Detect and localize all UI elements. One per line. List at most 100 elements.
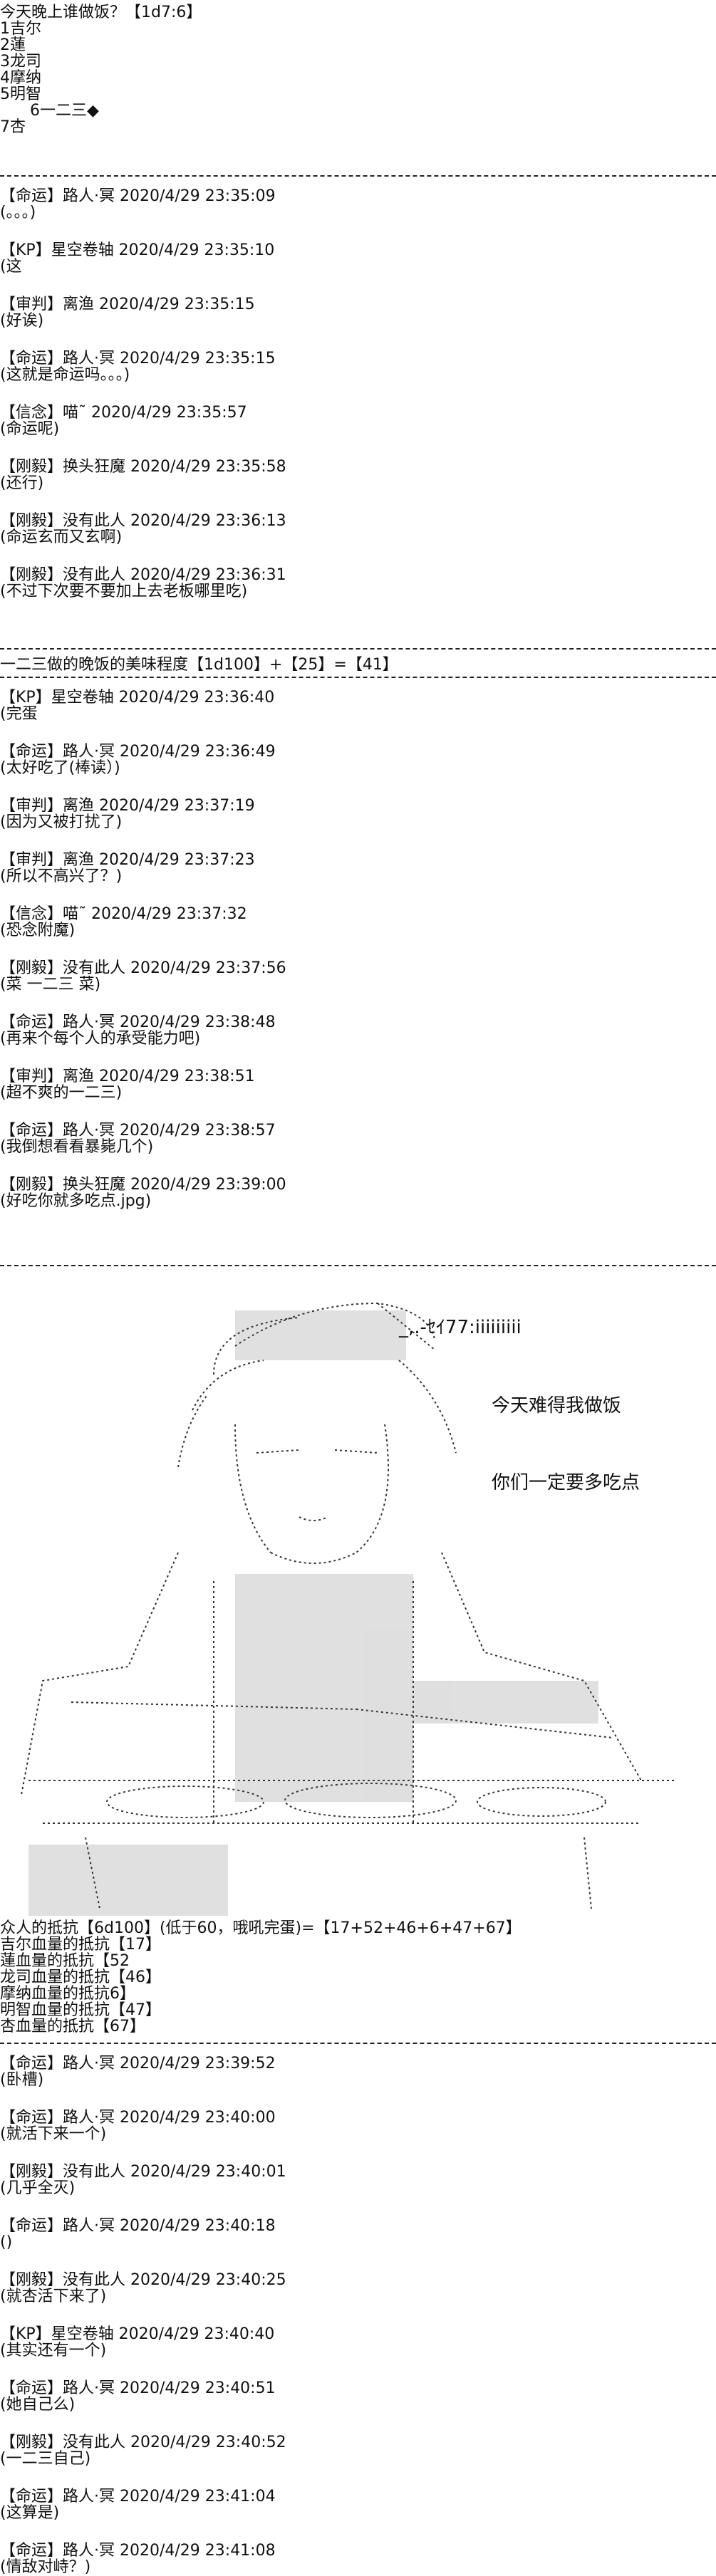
message-body: (命运玄而又玄啊) [0,528,123,546]
chat-message: 【命运】路人·冥 2020/4/29 23:35:09(。。。) [0,188,716,221]
message-header: 【刚毅】换头狂魔 2020/4/29 23:39:00 [0,1176,286,1194]
chat-message: 【命运】路人·冥 2020/4/29 23:39:52(卧槽) [0,2055,716,2088]
message-header: 【刚毅】没有此人 2020/4/29 23:37:56 [0,959,286,977]
poll-option: 3龙司 [0,53,41,71]
chat-message: 【命运】路人·冥 2020/4/29 23:35:15(这就是命运吗。。。) [0,350,716,383]
separator-line [0,1265,716,1266]
poll-option: 1吉尔 [0,20,41,38]
chat-message: 【命运】路人·冥 2020/4/29 23:41:08(情敌对峙？) [0,2543,716,2575]
message-body: (好诶) [0,312,44,330]
poll-option: 4摩纳 [0,69,41,87]
message-body: (太好吃了(棒读）) [0,759,120,777]
message-body: (我倒想看看暴毙几个) [0,1138,154,1156]
message-body: (这就是命运吗。。。) [0,366,130,384]
message-header: 【信念】喵˜ 2020/4/29 23:37:32 [0,905,247,923]
chat-message: 【刚毅】没有此人 2020/4/29 23:40:25(就杏活下来了) [0,2272,716,2305]
message-header: 【命运】路人·冥 2020/4/29 23:40:51 [0,2379,276,2397]
message-header: 【刚毅】换头狂魔 2020/4/29 23:35:58 [0,458,286,476]
message-body: (恐念附魔) [0,922,76,939]
message-body: (这 [0,258,22,276]
message-header: 【命运】路人·冥 2020/4/29 23:38:48 [0,1013,276,1031]
separator-line [0,175,716,177]
resistance-row: 龙司血量的抵抗【46】 [0,1968,161,1986]
chat-message: 【KP】星空卷轴 2020/4/29 23:40:40(其实还有一个) [0,2326,716,2359]
resistance-row: 杏血量的抵抗【67】 [0,2018,145,2035]
chat-message: 【刚毅】换头狂魔 2020/4/29 23:39:00(好吃你就多吃点.jpg) [0,1177,716,1209]
chat-message: 【KP】星空卷轴 2020/4/29 23:35:10(这 [0,242,716,275]
message-body: (她自己么) [0,2396,76,2414]
chat-message: 【命运】路人·冥 2020/4/29 23:40:18() [0,2218,716,2251]
message-body: (这算是) [0,2504,60,2522]
chat-message: 【命运】路人·冥 2020/4/29 23:40:00(就活下来一个) [0,2110,716,2142]
chat-message: 【刚毅】没有此人 2020/4/29 23:40:01(几乎全灭) [0,2164,716,2196]
message-header: 【KP】星空卷轴 2020/4/29 23:36:40 [0,689,275,706]
poll-option: 6一二三◆ [0,102,99,120]
chat-message: 【审判】离渔 2020/4/29 23:37:19(因为又被打扰了) [0,798,716,830]
message-header: 【审判】离渔 2020/4/29 23:37:19 [0,797,255,815]
chat-message: 【审判】离渔 2020/4/29 23:35:15(好诶) [0,296,716,329]
message-header: 【命运】路人·冥 2020/4/29 23:38:57 [0,1122,276,1140]
message-header: 【命运】路人·冥 2020/4/29 23:35:09 [0,187,276,205]
separator-line [0,2043,716,2044]
message-header: 【刚毅】没有此人 2020/4/29 23:40:01 [0,2163,286,2181]
resistance-row: 摩纳血量的抵抗6】 [0,1985,135,2003]
chat-message: 【刚毅】没有此人 2020/4/29 23:37:56(菜 一二三 菜) [0,960,716,993]
message-header: 【命运】路人·冥 2020/4/29 23:36:49 [0,743,276,761]
poll-option: 5明智 [0,85,41,103]
message-body: (菜 一二三 菜) [0,976,101,994]
message-body: (就活下来一个) [0,2125,107,2143]
resistance-row: 吉尔血量的抵抗【17】 [0,1936,161,1954]
separator-line [0,648,716,650]
separator-line [0,677,716,678]
chat-message: 【命运】路人·冥 2020/4/29 23:40:51(她自己么) [0,2380,716,2413]
chat-message: 【审判】离渔 2020/4/29 23:37:23(所以不高兴了？) [0,852,716,885]
message-header: 【审判】离渔 2020/4/29 23:37:23 [0,851,255,869]
chat-message: 【信念】喵˜ 2020/4/29 23:35:57(命运呢) [0,405,716,437]
aa-speech-2: 你们一定要多吃点 [492,1472,640,1493]
chat-log-1: 【命运】路人·冥 2020/4/29 23:35:09(。。。) 【KP】星空卷… [0,188,716,600]
message-body: (因为又被打扰了) [0,813,123,831]
message-body: (一二三自己) [0,2450,91,2468]
message-header: 【审判】离渔 2020/4/29 23:38:51 [0,1068,255,1085]
message-header: 【KP】星空卷轴 2020/4/29 23:40:40 [0,2325,275,2343]
chat-message: 【命运】路人·冥 2020/4/29 23:38:48(再来个每个人的承受能力吧… [0,1014,716,1047]
message-header: 【KP】星空卷轴 2020/4/29 23:35:10 [0,241,275,259]
poll-header: 今天晚上谁做饭？【1d7:6】 [0,4,202,21]
ascii-art-illustration: _,.-ｾｲ77:iiiiiiiii 今天难得我做饭 你们一定要多吃点 [0,1282,716,1916]
resistance-header: 众人的抵抗【6d100】(低于60，哦吼完蛋)=【17+52+46+6+47+6… [0,1919,522,1937]
chat-message: 【命运】路人·冥 2020/4/29 23:41:04(这算是) [0,2488,716,2521]
message-header: 【命运】路人·冥 2020/4/29 23:35:15 [0,350,276,367]
message-body: () [0,2233,13,2251]
message-header: 【命运】路人·冥 2020/4/29 23:41:08 [0,2542,276,2560]
roll-result-text: 一二三做的晚饭的美味程度【1d100】+【25】=【41】 [0,656,398,674]
chat-message: 【命运】路人·冥 2020/4/29 23:36:49(太好吃了(棒读）) [0,744,716,776]
message-body: (不过下次要不要加上去老板哪里吃) [0,583,248,600]
chat-message: 【刚毅】没有此人 2020/4/29 23:36:13(命运玄而又玄啊) [0,513,716,546]
aa-hat-glyphs: _,.-ｾｲ77:iiiiiiiii [398,1317,522,1338]
message-body: (其实还有一个) [0,2342,107,2359]
chat-message: 【审判】离渔 2020/4/29 23:38:51(超不爽的一二三) [0,1068,716,1101]
resistance-results: 众人的抵抗【6d100】(低于60，哦吼完蛋)=【17+52+46+6+47+6… [0,1920,716,2035]
message-header: 【刚毅】没有此人 2020/4/29 23:40:25 [0,2271,286,2289]
chat-message: 【信念】喵˜ 2020/4/29 23:37:32(恐念附魔) [0,906,716,939]
message-header: 【刚毅】没有此人 2020/4/29 23:36:13 [0,512,286,530]
chat-message: 【刚毅】没有此人 2020/4/29 23:40:52(一二三自己) [0,2434,716,2467]
resistance-row: 蓮血量的抵抗【52 [0,1952,130,1970]
poll-option: 2蓮 [0,36,26,54]
message-body: (好吃你就多吃点.jpg) [0,1192,152,1210]
message-body: (几乎全灭) [0,2179,76,2197]
message-header: 【命运】路人·冥 2020/4/29 23:40:18 [0,2217,276,2235]
chat-message: 【刚毅】换头狂魔 2020/4/29 23:35:58(还行) [0,459,716,491]
message-body: (就杏活下来了) [0,2288,107,2305]
chat-message: 【KP】星空卷轴 2020/4/29 23:36:40(完蛋 [0,689,716,722]
aa-speech-1: 今天难得我做饭 [492,1395,621,1417]
message-body: (超不爽的一二三) [0,1084,123,1102]
roll-result: 一二三做的晚饭的美味程度【1d100】+【25】=【41】 [0,657,716,673]
message-body: (还行) [0,474,44,492]
poll-option: 7杏 [0,118,26,136]
message-header: 【刚毅】没有此人 2020/4/29 23:36:31 [0,566,286,584]
resistance-row: 明智血量的抵抗【47】 [0,2001,161,2019]
message-header: 【信念】喵˜ 2020/4/29 23:35:57 [0,404,247,422]
message-body: (命运呢) [0,420,60,438]
chat-log-3: 【命运】路人·冥 2020/4/29 23:39:52(卧槽) 【命运】路人·冥… [0,2055,716,2575]
